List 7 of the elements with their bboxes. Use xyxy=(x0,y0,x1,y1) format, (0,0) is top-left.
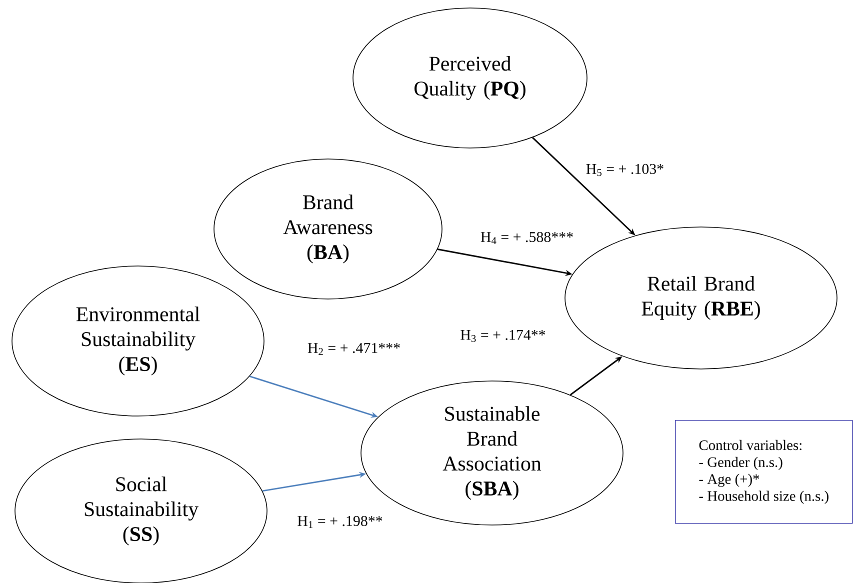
ellipse-node: Environmental Sustainability (ES) xyxy=(12,266,264,416)
ellipse-node: Brand Awareness (BA) xyxy=(214,158,442,300)
edge-label: H$_{3}$ = + .174** xyxy=(459,328,547,344)
note-box: Control variables: - Gender (n.s.) - Age (+)* - Household size (n.s.) xyxy=(675,420,853,524)
edge-label: H$_{2}$ = + .471*** xyxy=(306,342,402,356)
ellipse-node: Perceived Quality (PQ) xyxy=(352,8,588,148)
edge-label: H$_{5}$ = + .103* xyxy=(584,162,666,178)
